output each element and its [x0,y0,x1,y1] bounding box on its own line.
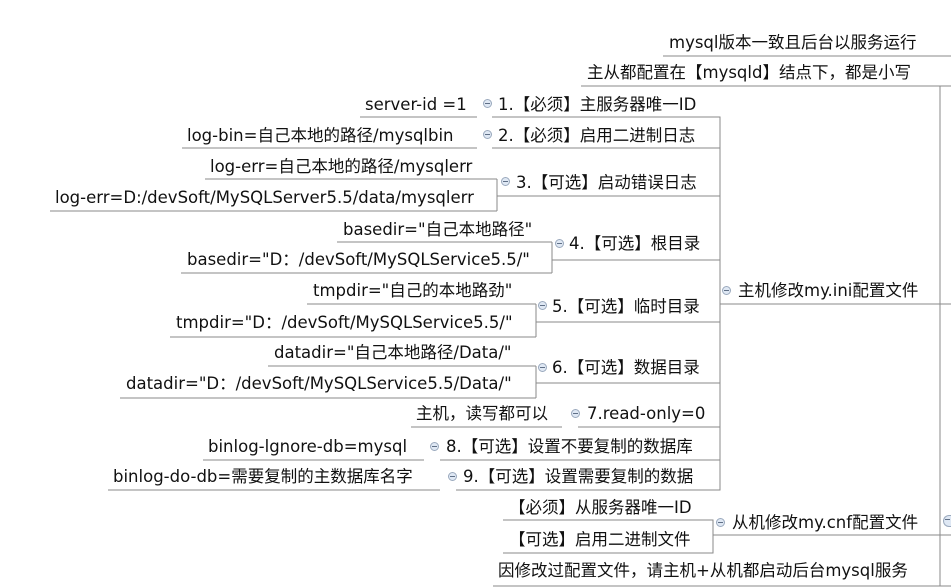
collapse-minus-icon[interactable] [722,286,731,295]
slave-server-id[interactable]: 【必须】从服务器唯一ID [509,498,692,517]
mysql-version-node[interactable]: mysql版本一致且后台以服务运行 [669,33,917,52]
binlog-do-item[interactable]: 9.【可选】设置需要复制的数据 [463,467,694,486]
binlog-ignore-value[interactable]: binlog-lgnore-db=mysql [208,437,408,456]
binlog-ignore-item[interactable]: 8.【可选】设置不要复制的数据库 [446,437,693,456]
slave-cnf-node[interactable]: 从机修改my.cnf配置文件 [732,513,919,532]
basedir-value[interactable]: basedir="自己本地路径" [343,220,533,239]
collapse-minus-icon[interactable] [483,99,492,108]
basedir-example[interactable]: basedir="D：/devSoft/MySQLService5.5/" [187,250,530,269]
config-section-node[interactable]: 主从都配置在【mysqld】结点下，都是小写 [587,63,911,82]
server-id-item[interactable]: 1.【必须】主服务器唯一ID [498,95,697,114]
basedir-item[interactable]: 4.【可选】根目录 [569,234,701,253]
log-err-value[interactable]: log-err=自己本地的路径/mysqlerr [210,157,473,176]
tmpdir-item[interactable]: 5.【可选】临时目录 [552,297,700,316]
read-only-value[interactable]: 主机，读写都可以 [416,404,548,423]
collapse-minus-icon[interactable] [716,518,725,527]
collapse-minus-icon[interactable] [571,409,580,418]
read-only-item[interactable]: 7.read-only=0 [587,404,706,423]
datadir-item[interactable]: 6.【可选】数据目录 [552,358,700,377]
collapse-minus-icon[interactable] [501,177,510,186]
log-bin-item[interactable]: 2.【必须】启用二进制日志 [498,126,696,145]
collapse-minus-icon[interactable] [430,442,439,451]
collapse-minus-icon[interactable] [555,239,564,248]
binlog-do-value[interactable]: binlog-do-db=需要复制的主数据库名字 [113,467,413,486]
restart-note[interactable]: 因修改过配置文件，请主机+从机都启动后台mysql服务 [498,561,908,580]
collapse-minus-icon[interactable] [538,363,547,372]
log-err-example[interactable]: log-err=D:/devSoft/MySQLServer5.5/data/m… [55,188,474,207]
log-bin-value[interactable]: log-bin=自己本地的路径/mysqlbin [187,126,454,145]
collapse-minus-icon[interactable] [538,301,547,310]
collapse-minus-icon[interactable] [448,472,457,481]
collapse-minus-icon[interactable] [943,515,951,527]
tmpdir-example[interactable]: tmpdir="D：/devSoft/MySQLService5.5/" [176,313,513,332]
datadir-value[interactable]: datadir="自己本地路径/Data/" [274,343,512,362]
slave-log-bin[interactable]: 【可选】启用二进制文件 [509,530,691,549]
log-err-item[interactable]: 3.【可选】启动错误日志 [516,173,697,192]
server-id-value[interactable]: server-id =1 [365,95,467,114]
master-ini-node[interactable]: 主机修改my.ini配置文件 [738,281,919,300]
datadir-example[interactable]: datadir="D：/devSoft/MySQLService5.5/Data… [126,374,512,393]
tmpdir-value[interactable]: tmpdir="自己的本地路劲" [313,281,513,300]
collapse-minus-icon[interactable] [483,130,492,139]
